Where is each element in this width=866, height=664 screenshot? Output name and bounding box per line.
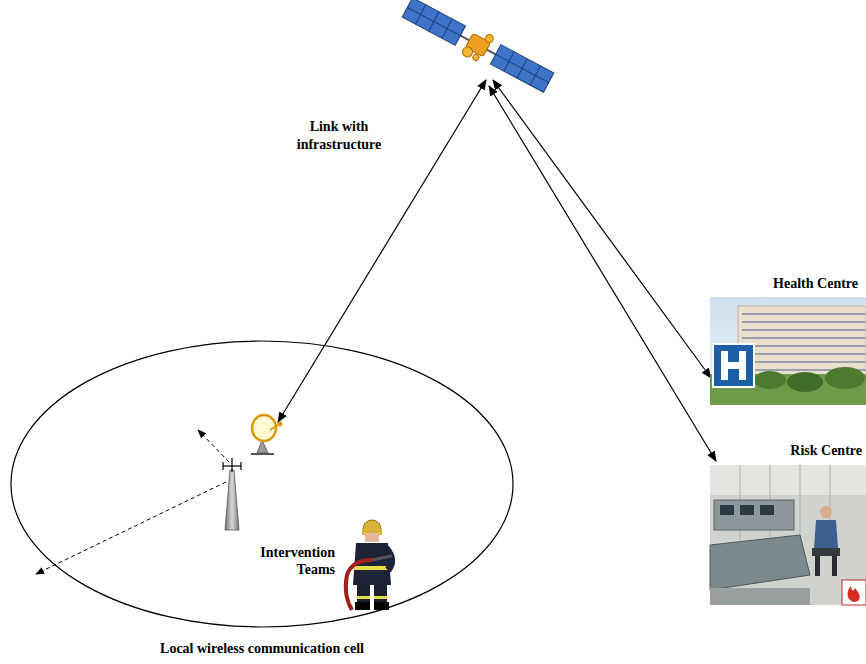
hospital-sign xyxy=(712,343,755,388)
antenna-tower-part xyxy=(222,462,223,470)
cell-ellipse xyxy=(8,338,516,630)
hospital-picture-part-part xyxy=(742,313,866,315)
control-room-picture-part xyxy=(832,556,837,576)
link-arrows xyxy=(278,80,716,461)
fire-icon xyxy=(842,580,866,605)
hospital-sign-part xyxy=(721,351,728,380)
range-arrows-part xyxy=(36,482,226,574)
satellite-part xyxy=(484,33,495,44)
link-arrows-part xyxy=(489,86,716,461)
hospital-picture-part xyxy=(738,306,866,376)
hospital-picture-part-part xyxy=(742,345,866,347)
hospital-sign-part xyxy=(728,362,739,369)
intervention-team: Intervention Teams xyxy=(255,515,407,615)
node-label: Risk Centre xyxy=(698,443,866,460)
control-room-picture-part xyxy=(820,506,832,518)
firefighter-picture-part xyxy=(355,602,370,610)
link-arrows-part xyxy=(278,80,486,422)
control-room-picture-part xyxy=(720,505,734,515)
control-room-picture-part xyxy=(714,500,794,530)
hospital-picture-part-part xyxy=(742,329,866,331)
risk-centre: Risk Centre xyxy=(698,443,866,608)
control-room-picture-part xyxy=(814,520,838,548)
hospital-picture-part-part xyxy=(742,361,866,363)
communication-cell: Intervention TeamsLocal wireless communi… xyxy=(8,338,516,660)
solar-panel-part xyxy=(490,45,553,93)
satellite-dish-part xyxy=(278,422,283,427)
antenna-tower-part xyxy=(225,470,239,530)
control-room-picture-part xyxy=(710,588,810,605)
solar-panel xyxy=(402,0,465,45)
node-label: Local wireless communication cell xyxy=(160,641,364,658)
range-arrows-part xyxy=(198,430,229,462)
firefighter-picture-part xyxy=(374,602,389,610)
health-centre: Health Centre xyxy=(698,276,866,406)
satellite-part xyxy=(472,53,480,61)
firefighter-picture xyxy=(346,520,392,610)
firefighter-picture-part xyxy=(357,596,370,599)
satellite-part xyxy=(461,45,475,59)
antenna-tower-part xyxy=(223,465,241,466)
hospital-picture-part xyxy=(710,297,866,405)
firefighter-picture-part xyxy=(386,548,392,570)
control-room-picture-part xyxy=(760,505,774,515)
firefighter-picture-part xyxy=(346,560,372,610)
hospital-picture-part-part xyxy=(742,337,866,339)
solar-panel xyxy=(490,45,553,93)
control-room-picture-part xyxy=(710,465,866,605)
control-room-picture xyxy=(710,465,866,605)
firefighter-picture-part xyxy=(365,533,379,542)
hospital-picture-part xyxy=(754,371,786,389)
firefighter-picture-part xyxy=(374,596,387,599)
solar-panel-part xyxy=(407,7,460,35)
control-room-picture-part xyxy=(812,548,840,556)
firefighter-picture-part xyxy=(354,566,390,570)
antenna-tower xyxy=(223,458,241,530)
antenna-tower-part xyxy=(231,458,232,472)
hospital-picture-part xyxy=(787,372,823,392)
satellite-dish xyxy=(251,415,283,454)
hospital-picture-part xyxy=(825,367,865,389)
control-room-picture-part xyxy=(740,505,754,515)
control-room-picture-part xyxy=(815,556,820,576)
hospital-picture xyxy=(710,297,866,405)
satellite-dish-part xyxy=(251,453,274,455)
firefighter-picture-part xyxy=(372,556,392,560)
solar-panel-part xyxy=(402,0,465,45)
fire-icon-part xyxy=(848,586,860,602)
hospital-picture-part-part xyxy=(742,353,866,355)
cell-outline xyxy=(11,341,513,627)
link-arrows-part xyxy=(493,80,711,378)
node-label: Health Centre xyxy=(698,276,866,293)
control-room-picture-part xyxy=(710,465,866,495)
control-room-picture-part-part xyxy=(800,465,801,540)
range-arrows xyxy=(36,430,229,574)
satellite xyxy=(400,0,556,97)
link-label: Link with infrastructure xyxy=(283,118,395,153)
hospital-sign-part xyxy=(739,351,746,380)
fire-icon-part xyxy=(842,580,866,605)
hospital-sign-part xyxy=(714,345,753,386)
node-label: Intervention Teams xyxy=(255,545,335,579)
hospital-sign-part xyxy=(712,343,755,388)
hospital-picture-part-part xyxy=(742,321,866,323)
control-room-picture-part xyxy=(710,535,810,590)
solar-panel-part xyxy=(496,54,549,82)
antenna-tower-part xyxy=(240,462,241,470)
hospital-picture-part xyxy=(742,314,866,370)
